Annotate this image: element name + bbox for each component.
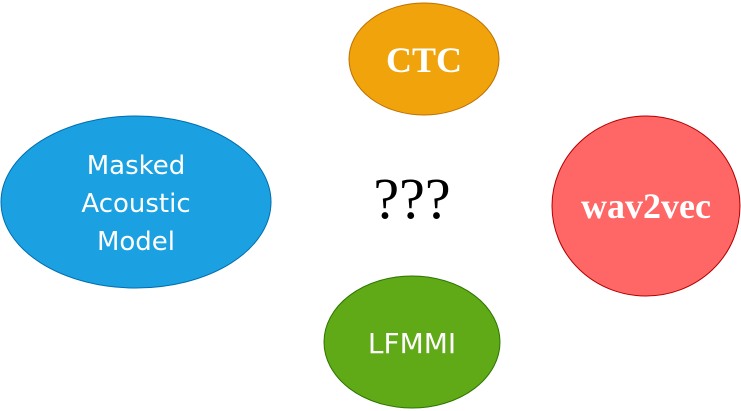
wav2vec-ellipse bbox=[551, 115, 741, 297]
mam-ellipse bbox=[0, 115, 272, 289]
mam-label-line3: Model bbox=[97, 227, 175, 257]
node-masked-acoustic-model: Masked Acoustic Model bbox=[0, 115, 272, 289]
node-wav2vec: wav2vec bbox=[551, 115, 741, 297]
lfmmi-label: LFMMI bbox=[368, 327, 456, 360]
wav2vec-label: wav2vec bbox=[581, 186, 711, 226]
node-lfmmi: LFMMI bbox=[323, 275, 501, 409]
node-ctc: CTC bbox=[348, 2, 500, 116]
mam-label-line1: Masked bbox=[87, 151, 186, 181]
ctc-label: CTC bbox=[386, 40, 462, 80]
mam-label-line2: Acoustic bbox=[81, 189, 190, 219]
ctc-ellipse bbox=[348, 2, 500, 116]
question-marks: ??? bbox=[373, 166, 450, 231]
lfmmi-ellipse bbox=[323, 275, 501, 409]
